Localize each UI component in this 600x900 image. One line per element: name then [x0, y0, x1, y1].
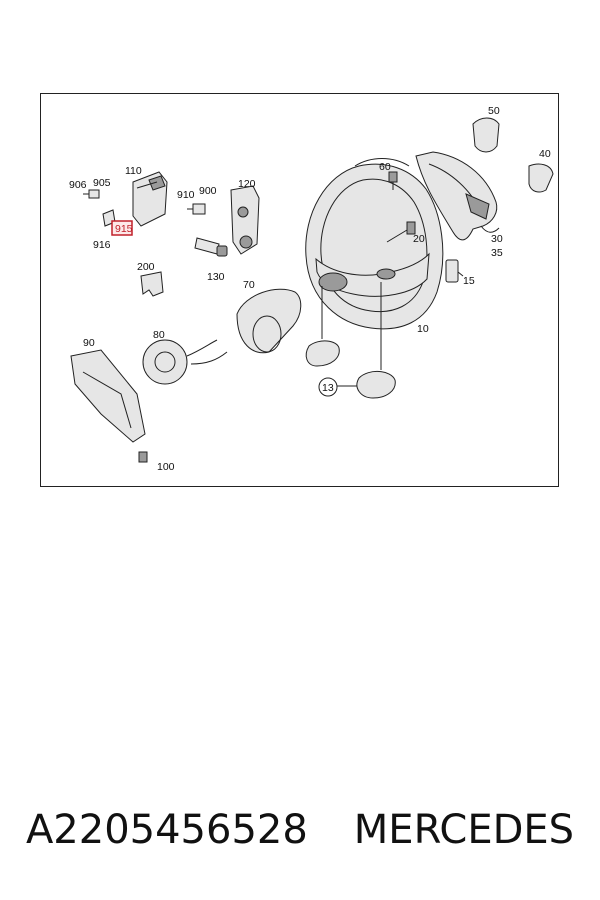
label-90: 90 — [83, 337, 95, 349]
label-120: 120 — [238, 178, 256, 190]
part-number: A2205456528 — [25, 807, 308, 853]
label-60: 60 — [379, 161, 391, 173]
label-30: 30 — [491, 233, 503, 245]
label-130: 130 — [207, 271, 225, 283]
airbag-cover — [415, 151, 500, 241]
label-50: 50 — [488, 105, 500, 117]
label-905: 905 — [93, 177, 111, 189]
part-110-switch — [132, 171, 168, 227]
label-70: 70 — [243, 279, 255, 291]
label-15: 15 — [463, 275, 475, 287]
label-900: 900 — [199, 185, 217, 197]
part-20-bolt — [386, 221, 416, 243]
label-916: 916 — [93, 239, 111, 251]
label-110: 110 — [125, 165, 142, 177]
label-910: 910 — [177, 189, 195, 201]
part-120-switch — [230, 185, 260, 255]
label-80: 80 — [153, 329, 165, 341]
part-70-cover — [236, 288, 302, 354]
part-915-highlight-box — [111, 220, 133, 236]
part-13-emblems — [305, 282, 396, 399]
part-130-lock — [194, 237, 228, 257]
steering-wheel — [305, 158, 444, 330]
exploded-parts-diagram: 50 40 60 20 30 35 15 10 13 110 906 905 9… — [69, 105, 554, 473]
part-40-trim — [528, 163, 554, 193]
part-50-trim — [472, 117, 500, 153]
part-100-screw — [138, 451, 148, 463]
product-caption: A2205456528 MERCEDES — [0, 800, 600, 860]
label-200: 200 — [137, 261, 155, 273]
brand-name: MERCEDES — [353, 807, 575, 853]
parts-diagram-frame: 50 40 60 20 30 35 15 10 13 110 906 905 9… — [40, 93, 559, 487]
label-915: 915 — [115, 223, 133, 235]
label-906: 906 — [69, 179, 87, 191]
part-900-screw — [187, 203, 206, 215]
label-13: 13 — [322, 382, 334, 394]
part-200-bracket — [140, 271, 164, 297]
part-80-clockspring — [142, 339, 228, 385]
part-90-trim — [70, 349, 146, 443]
part-905-screw — [83, 189, 100, 199]
label-40: 40 — [539, 148, 551, 160]
part-15-clip — [445, 259, 464, 283]
part-60-screw — [388, 171, 398, 190]
label-35: 35 — [491, 247, 503, 259]
label-100: 100 — [157, 461, 175, 473]
label-10: 10 — [417, 323, 429, 335]
label-20: 20 — [413, 233, 425, 245]
